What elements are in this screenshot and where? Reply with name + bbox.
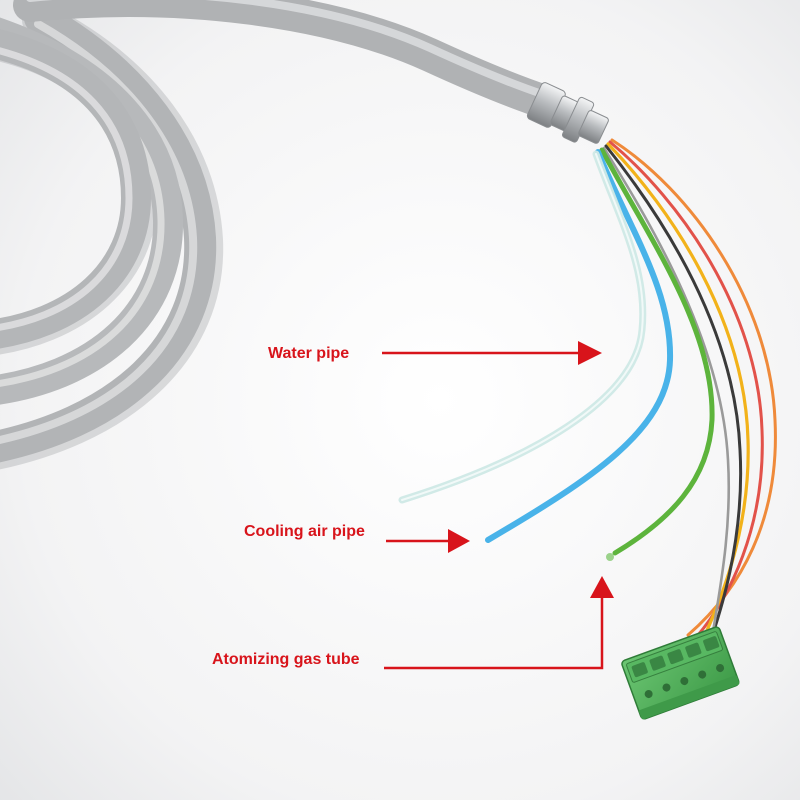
atomizing-gas-tube-arrowhead: [590, 576, 614, 598]
atomizing-gas-tube-line: [599, 147, 715, 556]
wire-black: [604, 144, 743, 662]
wire-gray: [602, 146, 731, 670]
gray-coiled-cable: [0, 0, 562, 470]
wire-red: [608, 140, 764, 644]
atomizing-gas-tube-arrow-line: [384, 598, 604, 670]
label-atomizing-gas-tube: Atomizing gas tube: [212, 651, 360, 668]
metal-cable-fitting: [526, 82, 609, 144]
atomizing-gas-tube-tip: [606, 553, 614, 561]
green-terminal-connector: [621, 626, 740, 720]
cooling-air-pipe-line: [485, 149, 674, 543]
wire-yellow: [606, 142, 750, 652]
cable-main-run: [13, 0, 562, 119]
wire-orange: [610, 138, 777, 637]
label-cooling-air-pipe: Cooling air pipe: [244, 523, 365, 540]
cable-loop-outer: [0, 2, 217, 463]
cooling-air-pipe-arrowhead: [448, 529, 470, 553]
cable-loop-inner: [0, 29, 152, 349]
annotation-arrows: [382, 341, 614, 670]
wire-bundle: [398, 138, 777, 670]
label-water-pipe: Water pipe: [268, 345, 349, 362]
water-pipe-arrowhead: [578, 341, 602, 365]
